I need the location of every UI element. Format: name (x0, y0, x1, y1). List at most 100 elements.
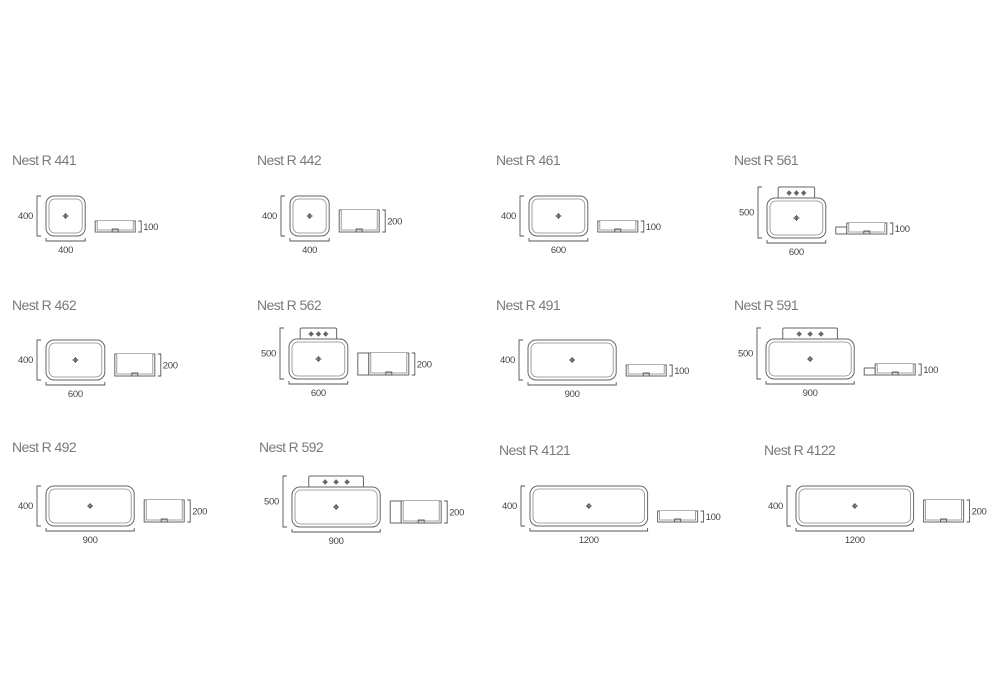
width-label: 400 (302, 245, 317, 256)
height-dimension-line (669, 364, 673, 377)
depth-label: 400 (18, 211, 33, 222)
model-title: Nest R 4121 (499, 442, 571, 458)
width-label: 600 (68, 389, 83, 400)
depth-label: 500 (738, 349, 753, 360)
height-label: 200 (387, 217, 402, 228)
model-title: Nest R 491 (496, 297, 561, 313)
width-dimension-line (527, 382, 617, 386)
width-dimension-line (765, 381, 855, 385)
height-dimension-line (411, 352, 416, 376)
model-title: Nest R 591 (734, 297, 799, 313)
side-drain (863, 230, 871, 235)
height-label: 200 (449, 508, 464, 519)
height-label: 200 (192, 507, 207, 518)
width-label: 900 (329, 536, 344, 547)
basin-side-bowl (402, 501, 440, 522)
depth-label: 400 (18, 501, 33, 512)
height-dimension-line (382, 209, 386, 233)
depth-dimension-line (280, 195, 285, 237)
side-deck-profile (835, 226, 848, 235)
width-dimension-line (291, 529, 381, 533)
side-drain (614, 228, 622, 233)
height-label: 100 (923, 365, 938, 376)
depth-label: 500 (261, 349, 276, 360)
depth-dimension-line (36, 485, 41, 527)
model-title: Nest R 561 (734, 152, 799, 168)
basin-side-bowl (876, 364, 914, 374)
model-title: Nest R 592 (259, 439, 324, 455)
height-dimension-line (157, 353, 162, 377)
basin-side-bowl (96, 221, 134, 231)
width-dimension-line (45, 528, 135, 532)
width-dimension-line (529, 528, 649, 532)
side-deck-profile (863, 367, 876, 376)
side-drain (111, 228, 119, 233)
width-dimension-line (795, 528, 915, 532)
width-label: 400 (58, 245, 73, 256)
basin-item: Nest R 591 500 900 100 (734, 297, 938, 399)
depth-dimension-line (786, 485, 791, 527)
height-dimension-line (918, 363, 922, 376)
width-dimension-line (288, 381, 349, 385)
height-dimension-line (889, 222, 894, 235)
model-title: Nest R 4122 (764, 442, 836, 458)
basin-side-bowl (145, 500, 183, 521)
depth-dimension-line (519, 195, 524, 237)
width-label: 600 (551, 245, 566, 256)
height-label: 200 (163, 361, 178, 372)
side-drain (385, 371, 393, 376)
model-title: Nest R 562 (257, 297, 322, 313)
width-dimension-line (45, 238, 86, 242)
height-dimension-line (138, 220, 142, 233)
basin-side-bowl (627, 365, 665, 375)
model-title: Nest R 462 (12, 297, 77, 313)
width-label: 900 (803, 388, 818, 399)
side-drain (355, 228, 363, 233)
depth-label: 500 (264, 497, 279, 508)
basin-item: Nest R 562 500 600 200 (257, 297, 432, 399)
depth-label: 400 (502, 501, 517, 512)
basin-side-bowl (370, 353, 408, 374)
depth-label: 400 (501, 211, 516, 222)
basin-item: Nest R 592 500 900 200 (259, 439, 464, 547)
width-dimension-line (45, 382, 106, 386)
depth-dimension-line (757, 186, 762, 239)
width-label: 600 (789, 247, 804, 258)
basin-side-bowl (925, 500, 962, 521)
height-dimension-line (187, 499, 191, 523)
basin-side-bowl (340, 210, 378, 231)
width-label: 1200 (579, 535, 599, 546)
side-drain (642, 372, 650, 377)
depth-label: 400 (500, 355, 515, 366)
side-drain (160, 518, 168, 523)
height-dimension-line (966, 499, 971, 523)
height-label: 100 (706, 512, 721, 523)
height-label: 200 (417, 360, 432, 371)
side-deck-profile (389, 500, 402, 524)
width-label: 900 (83, 535, 98, 546)
model-title: Nest R 461 (496, 152, 561, 168)
width-label: 600 (311, 388, 326, 399)
width-label: 1200 (845, 535, 865, 546)
side-drain (674, 518, 682, 523)
width-dimension-line (766, 240, 827, 244)
side-drain (940, 518, 948, 523)
height-dimension-line (640, 220, 645, 233)
height-dimension-line (700, 510, 705, 523)
depth-label: 500 (739, 208, 754, 219)
height-dimension-line (444, 500, 448, 524)
depth-dimension-line (282, 475, 287, 528)
basin-side-bowl (848, 223, 886, 233)
height-label: 100 (143, 222, 158, 233)
basin-item: Nest R 4121 400 1200 100 (499, 442, 721, 546)
depth-dimension-line (36, 195, 41, 237)
width-dimension-line (289, 238, 330, 242)
basin-side-bowl (659, 511, 696, 521)
